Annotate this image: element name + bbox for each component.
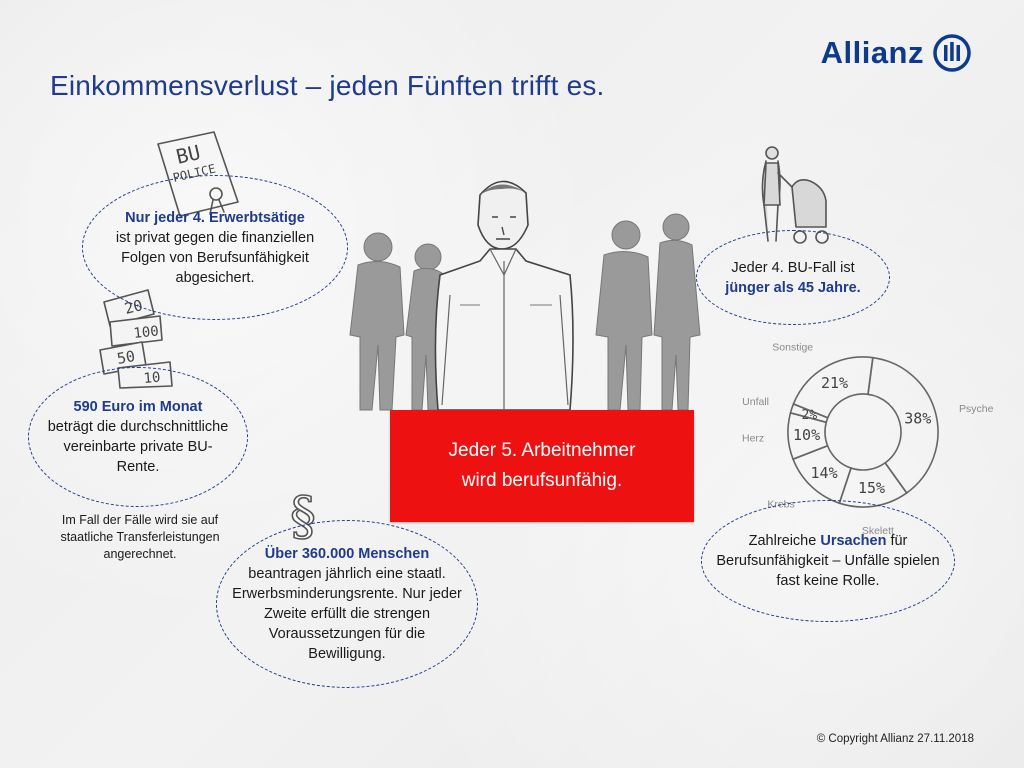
info-bubble-age: Jeder 4. BU-Fall ist jünger als 45 Jahre… [696,230,890,325]
bubble-text: Jeder 4. BU-Fall ist [731,259,855,276]
info-bubble-causes: Zahlreiche Ursachen für Berufsunfähigkei… [701,500,955,622]
footnote-transfer-benefits: Im Fall der Fälle wird sie auf staatlich… [60,513,220,561]
key-message-line1: Jeder 5. Arbeitnehmer [448,440,636,461]
page-title: Einkommensverlust – jeden Fünften trifft… [50,70,605,101]
info-bubble-average-pension: 590 Euro im Monat beträgt die durchschni… [28,367,248,507]
bubble-highlight: Nur jeder 4. Erwerbtsätige [125,209,305,226]
bubble-text: beantragen jährlich eine staatl. Erwerbs… [232,566,462,662]
banknote-100: 100 [133,323,160,342]
key-message-box: Jeder 5. Arbeitnehmer wird berufsunfähig… [390,410,694,522]
info-bubble-applications: Über 360.000 Menschen beantragen jährlic… [216,520,478,688]
person-silhouette-right-woman [653,213,701,411]
allianz-eagle-icon [933,34,971,72]
allianz-logo: Allianz [821,30,972,76]
donut-category-label-sonstige: Sonstige [772,341,813,353]
causes-donut-chart: 38%Psyche15%Skelett14%Krebs10%Herz2%Unfa… [742,341,994,536]
bubble-text: für Berufsunfähigkeit – Unfälle spielen … [716,533,940,589]
person-silhouette-left-man [349,232,405,411]
bubble-highlight: Über 360.000 Menschen [264,546,430,562]
info-bubble-insured-share: Nur jeder 4. Erwerbtsätige ist privat ge… [82,175,348,320]
policy-text-bu: BU [174,140,203,169]
key-message-line2: wird berufsunfähig. [461,470,623,491]
donut-value-label-krebs: 14% [811,464,838,482]
copyright-footer: © Copyright Allianz 27.11.2018 [816,733,974,745]
donut-category-label-herz: Herz [742,433,764,445]
donut-value-label-skelett: 15% [858,479,885,497]
bubble-highlight: jünger als 45 Jahre. [725,279,861,296]
donut-slice-sonstige [792,356,874,419]
donut-value-label-herz: 10% [793,426,820,444]
donut-category-label-unfall: Unfall [742,396,769,408]
donut-category-label-psyche: Psyche [959,403,994,415]
people-group-illustration [349,180,701,411]
bubble-text: ist privat gegen die finanziellen Folgen… [115,229,315,286]
donut-value-label-sonstige: 21% [821,374,848,392]
person-sketch-center-man [434,180,574,411]
bubble-text: Zahlreiche [748,533,817,549]
donut-value-label-psyche: 38% [904,409,931,427]
donut-slice-psyche [867,356,939,495]
logo-text: Allianz [820,35,924,70]
bubble-highlight: 590 Euro im Monat [73,399,203,415]
banknote-50: 50 [116,347,137,368]
bubble-text: beträgt die durchschnittliche vereinbart… [47,419,229,475]
bubble-highlight: Ursachen [820,533,887,549]
person-silhouette-right-man [595,220,653,411]
woman-with-stroller-sketch [761,146,829,244]
